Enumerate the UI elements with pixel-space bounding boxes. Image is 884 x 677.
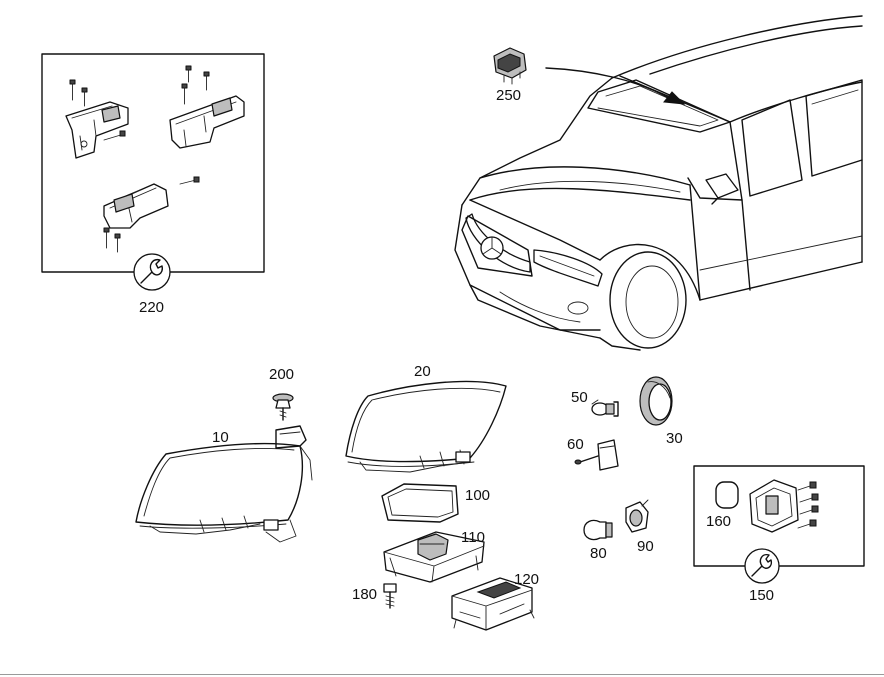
part-20-cover-lens[interactable] (345, 380, 507, 473)
part-60-bulb[interactable] (574, 439, 619, 471)
label-200[interactable]: 200 (269, 366, 295, 383)
label-30[interactable]: 30 (666, 430, 683, 447)
wrench-icon (133, 253, 171, 291)
label-100[interactable]: 100 (465, 487, 491, 504)
part-180-screw[interactable] (383, 583, 397, 609)
label-90[interactable]: 90 (637, 538, 654, 555)
part-200-screw[interactable] (272, 393, 294, 421)
bottom-divider (0, 674, 884, 675)
label-180[interactable]: 180 (352, 586, 378, 603)
label-110[interactable]: 110 (461, 529, 485, 546)
part-220-brackets[interactable] (65, 65, 245, 253)
label-50[interactable]: 50 (571, 389, 588, 406)
part-90-socket[interactable] (625, 499, 649, 533)
label-20[interactable]: 20 (414, 363, 431, 380)
label-250[interactable]: 250 (496, 87, 522, 104)
part-120-control-module[interactable] (451, 577, 535, 631)
part-150-kit[interactable] (715, 479, 819, 533)
part-30-cap[interactable] (639, 376, 673, 426)
label-120[interactable]: 120 (514, 571, 540, 588)
label-220[interactable]: 220 (139, 299, 165, 316)
part-100-gasket[interactable] (381, 483, 459, 523)
part-160-seal[interactable] (715, 481, 739, 509)
vehicle-logo (480, 236, 504, 260)
part-110-control-unit[interactable] (383, 531, 485, 583)
part-80-bulb[interactable] (583, 519, 613, 541)
wrench-icon (744, 548, 780, 584)
label-10[interactable]: 10 (212, 429, 229, 446)
pointer-arrow (545, 67, 686, 105)
label-60[interactable]: 60 (567, 436, 584, 453)
label-150[interactable]: 150 (749, 587, 775, 604)
label-80[interactable]: 80 (590, 545, 607, 562)
label-160[interactable]: 160 (706, 513, 732, 530)
part-10-headlamp[interactable] (135, 425, 313, 543)
kit-220-frame (41, 53, 265, 273)
part-250-sensor[interactable] (493, 47, 527, 85)
part-50-bulb[interactable] (591, 399, 619, 417)
